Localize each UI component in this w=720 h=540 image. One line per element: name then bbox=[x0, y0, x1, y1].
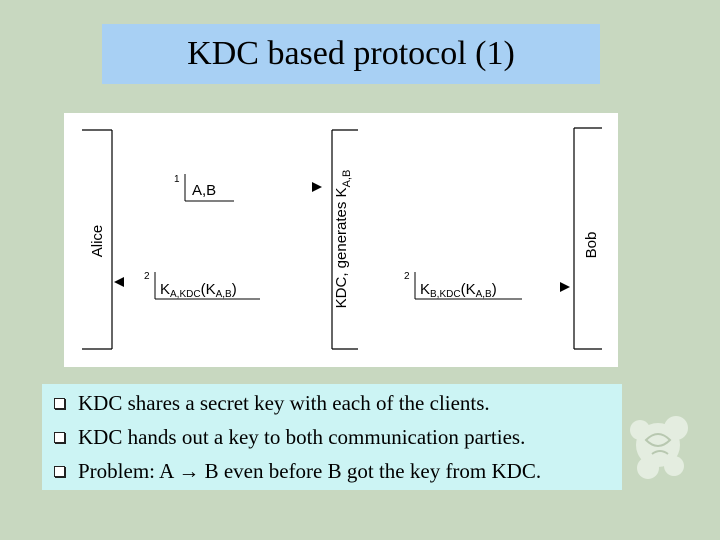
message-2a-text: KA,KDC(KA,B) bbox=[160, 281, 237, 300]
bullet-square-icon bbox=[54, 397, 65, 409]
message-2b-step: 2 bbox=[404, 271, 410, 282]
bullet-text: KDC shares a secret key with each of the… bbox=[78, 390, 490, 415]
slide-title: KDC based protocol (1) bbox=[187, 35, 515, 72]
arrow-head-to-kdc bbox=[312, 182, 322, 192]
message-1: 1 A,B bbox=[174, 174, 322, 202]
kdc-label: KDC, generates KA,B bbox=[333, 170, 353, 309]
protocol-diagram-svg: Alice KDC, generates KA,B Bob 1 A,B bbox=[82, 127, 602, 350]
decorative-ornament-icon bbox=[630, 416, 688, 479]
message-2b-text: KB,KDC(KA,B) bbox=[420, 281, 497, 300]
message-1-text: A,B bbox=[192, 182, 216, 199]
arrow-head-to-alice bbox=[114, 277, 124, 287]
message-2-alice: 2 KA,KDC(KA,B) bbox=[114, 271, 260, 300]
message-2a-step: 2 bbox=[144, 271, 150, 282]
bob-bracket bbox=[573, 127, 602, 350]
arrow-head-to-bob bbox=[560, 282, 570, 292]
message-1-step: 1 bbox=[174, 174, 180, 185]
message-2-bob: 2 KB,KDC(KA,B) bbox=[404, 271, 570, 300]
alice-bracket bbox=[82, 129, 113, 350]
kdc-bracket bbox=[331, 129, 358, 350]
protocol-diagram: Alice KDC, generates KA,B Bob 1 A,B bbox=[64, 113, 618, 367]
bullet-list: KDC shares a secret key with each of the… bbox=[42, 384, 622, 490]
alice-label: Alice bbox=[89, 225, 106, 258]
bullet-square-icon bbox=[54, 431, 65, 443]
bullet-text: Problem: A → B even before B got the key… bbox=[78, 458, 542, 483]
bullet-text: KDC hands out a key to both communicatio… bbox=[78, 424, 526, 449]
title-box: KDC based protocol (1) bbox=[102, 24, 600, 84]
bob-label: Bob bbox=[583, 232, 600, 259]
bullet-square-icon bbox=[54, 465, 65, 477]
